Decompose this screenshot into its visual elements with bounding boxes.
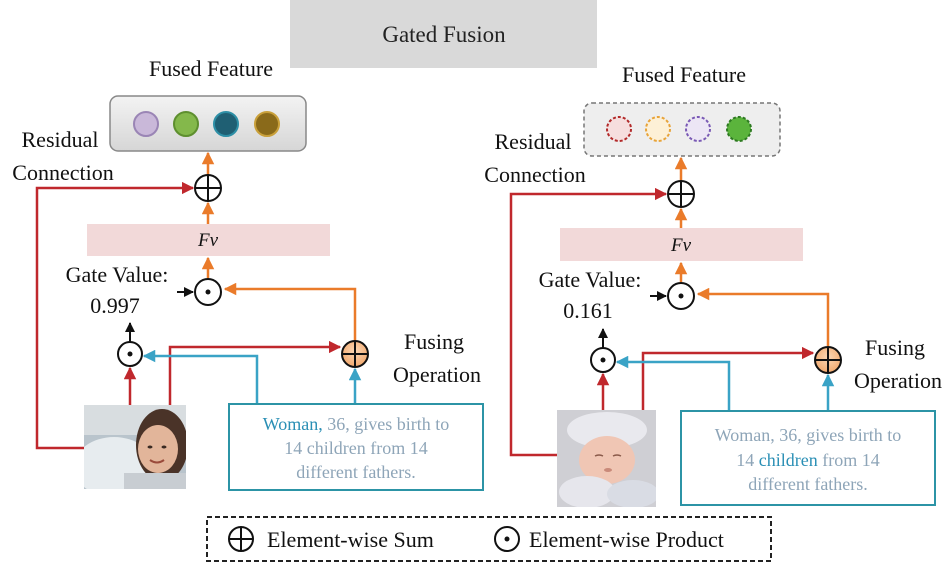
left-sum-node bbox=[194, 174, 222, 202]
left-fused-feature-label: Fused Feature bbox=[149, 56, 273, 81]
baby-photo bbox=[557, 410, 656, 507]
left-fusing-sum-node bbox=[341, 340, 369, 368]
right-arrow-fusing-to-gate bbox=[696, 287, 830, 346]
left-fv-label: Fv bbox=[197, 230, 219, 251]
left-text-line3: different fathers. bbox=[296, 462, 416, 482]
left-feature-node-teal bbox=[213, 111, 239, 137]
legend-box bbox=[206, 516, 772, 562]
left-arrow-image-to-fusing bbox=[168, 340, 342, 405]
page-title: Gated Fusion bbox=[382, 22, 506, 47]
left-text-highlight: Woman, bbox=[263, 414, 323, 434]
left-fv-band bbox=[87, 224, 330, 256]
right-residual-arrow bbox=[509, 187, 668, 457]
right-fv-band bbox=[560, 228, 803, 261]
right-sum-node bbox=[667, 180, 695, 208]
left-fusing-label-line1: Fusing bbox=[404, 329, 464, 354]
right-gate-label: Gate Value: bbox=[539, 267, 642, 292]
right-arrow-image-to-fusing bbox=[641, 346, 815, 410]
left-text-line1-rest: 36, gives birth to bbox=[323, 414, 450, 434]
right-fusing-label-line1: Fusing bbox=[865, 335, 925, 360]
left-gate-product-node bbox=[194, 278, 222, 306]
legend-product-icon bbox=[494, 526, 520, 552]
legend-sum-icon bbox=[228, 526, 254, 552]
title-box bbox=[290, 0, 597, 68]
left-residual-label-line1: Residual bbox=[22, 127, 99, 152]
left-feature-node-brown bbox=[254, 111, 280, 137]
left-fused-feature-box bbox=[109, 95, 307, 152]
left-gate-label: Gate Value: bbox=[66, 262, 169, 287]
right-arrow-text-to-product bbox=[615, 355, 731, 411]
left-text-box bbox=[228, 403, 484, 491]
right-text-line3: different fathers. bbox=[748, 474, 868, 494]
left-gate-value: 0.997 bbox=[90, 293, 140, 318]
left-residual-arrow bbox=[35, 181, 195, 450]
right-text-highlight: children bbox=[759, 450, 818, 470]
left-fusing-label-line2: Operation bbox=[393, 362, 481, 387]
woman-photo bbox=[84, 405, 186, 489]
left-arrow-text-to-product bbox=[142, 349, 259, 404]
right-feature-node-orange bbox=[645, 116, 671, 142]
right-text-line1: Woman, 36, gives birth to bbox=[715, 425, 902, 445]
left-arrow-fusing-to-gate bbox=[223, 282, 357, 341]
right-fused-feature-box bbox=[583, 102, 781, 157]
right-residual-label-line2: Connection bbox=[484, 162, 585, 187]
right-residual-label-line1: Residual bbox=[495, 129, 572, 154]
right-feature-node-purple bbox=[685, 116, 711, 142]
right-fused-feature-label: Fused Feature bbox=[622, 62, 746, 87]
legend-sum-label: Element-wise Sum bbox=[267, 527, 434, 552]
left-image-product-node bbox=[117, 341, 143, 367]
left-feature-node-purple bbox=[133, 111, 159, 137]
left-residual-label-line2: Connection bbox=[12, 160, 113, 185]
right-text-box bbox=[680, 410, 936, 506]
right-fusing-sum-node bbox=[814, 346, 842, 374]
right-feature-node-green bbox=[726, 116, 752, 142]
left-feature-node-green bbox=[173, 111, 199, 137]
left-text-line2: 14 children from 14 bbox=[284, 438, 427, 458]
right-text-line2-pre: 14 bbox=[736, 450, 759, 470]
legend-product-label: Element-wise Product bbox=[529, 527, 724, 552]
right-fusing-label-line2: Operation bbox=[854, 368, 942, 393]
right-text-line2-post: from 14 bbox=[818, 450, 880, 470]
right-text-line2: 14 children from 14 bbox=[736, 450, 879, 470]
right-gate-product-node bbox=[667, 282, 695, 310]
right-gate-value: 0.161 bbox=[563, 298, 613, 323]
left-text-line1: Woman, 36, gives birth to bbox=[263, 414, 450, 434]
right-feature-node-red bbox=[606, 116, 632, 142]
right-fv-label: Fv bbox=[670, 235, 692, 256]
right-image-product-node bbox=[590, 347, 616, 373]
